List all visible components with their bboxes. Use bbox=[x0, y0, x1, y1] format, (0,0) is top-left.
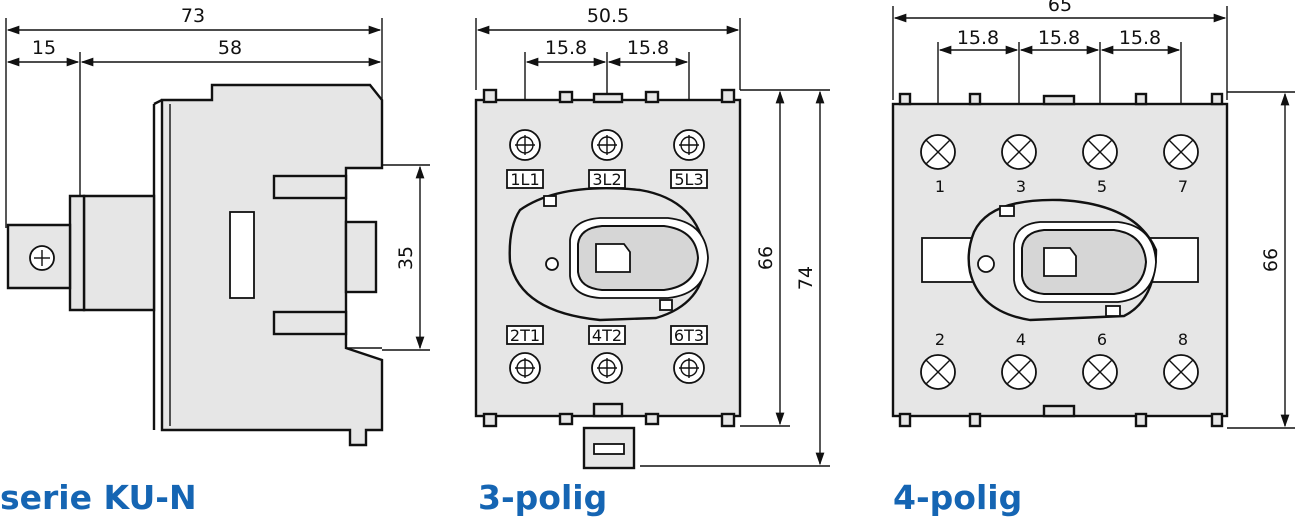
terminal-number: 2 bbox=[935, 330, 945, 349]
terminal-screw-icon bbox=[1001, 134, 1037, 170]
dim-rail-height: 35 bbox=[395, 165, 425, 350]
dim-4p-pitch: 15.8 15.8 15.8 bbox=[938, 27, 1181, 55]
terminal-screw-icon bbox=[920, 354, 956, 390]
dim-3p-74-label: 74 bbox=[795, 266, 817, 290]
dim-height-label: 35 bbox=[395, 246, 417, 270]
dim-3p-width-label: 50.5 bbox=[587, 5, 629, 27]
dim-4p-pitch-1-label: 15.8 bbox=[957, 27, 999, 49]
dim-3p-height-inner: 66 bbox=[755, 90, 785, 426]
handle-window bbox=[1043, 247, 1077, 277]
terminal-screw-icon bbox=[673, 352, 705, 384]
dim-4p-height: 66 bbox=[1260, 92, 1290, 428]
dim-3p-pitch: 15.8 15.8 bbox=[525, 37, 689, 67]
terminal-screw-icon bbox=[1163, 134, 1199, 170]
dim-3p-pitch-2-label: 15.8 bbox=[627, 37, 669, 59]
terminal-screw-icon bbox=[1082, 134, 1118, 170]
terminal-screw-icon bbox=[1001, 354, 1037, 390]
terminal-label: 5L3 bbox=[674, 170, 703, 189]
screw-icon bbox=[29, 245, 55, 271]
terminal-screw-icon bbox=[509, 352, 541, 384]
din-clip bbox=[582, 426, 636, 470]
dim-3p-height-outer: 74 bbox=[795, 90, 825, 466]
three-pole-view: 50.5 15.8 15.8 66 bbox=[474, 5, 830, 470]
caption-side-view: serie KU-N bbox=[0, 478, 197, 517]
caption-four-pole: 4-polig bbox=[893, 478, 1023, 517]
dim-4p-pitch-2-label: 15.8 bbox=[1038, 27, 1080, 49]
clamp-top bbox=[272, 174, 348, 200]
rotary-handle bbox=[508, 187, 709, 322]
dim-3p-66-label: 66 bbox=[755, 246, 777, 270]
terminal-screw-icon bbox=[1163, 354, 1199, 390]
terminal-number: 3 bbox=[1016, 177, 1026, 196]
terminal-screw-icon bbox=[591, 129, 623, 161]
four-pole-view: 65 15.8 15.8 15.8 66 bbox=[891, 0, 1295, 429]
terminal-label: 6T3 bbox=[674, 326, 704, 345]
handle-window bbox=[595, 243, 631, 273]
terminal-label: 2T1 bbox=[510, 326, 540, 345]
side-view: 73 15 58 35 bbox=[5, 5, 430, 447]
terminal-screw-icon bbox=[920, 134, 956, 170]
terminal-screw-icon bbox=[1082, 354, 1118, 390]
caption-three-pole: 3-polig bbox=[478, 478, 608, 517]
terminal-number: 7 bbox=[1178, 177, 1188, 196]
dim-4p-width-label: 65 bbox=[1048, 0, 1072, 16]
rail-block bbox=[344, 220, 378, 294]
terminal-label: 4T2 bbox=[592, 326, 622, 345]
terminal-label: 1L1 bbox=[510, 170, 539, 189]
dim-3p-pitch-1-label: 15.8 bbox=[545, 37, 587, 59]
dim-right-label: 58 bbox=[218, 37, 242, 59]
terminal-number: 6 bbox=[1097, 330, 1107, 349]
terminal-number: 5 bbox=[1097, 177, 1107, 196]
side-slot bbox=[229, 211, 255, 299]
dim-4p-pitch-3-label: 15.8 bbox=[1119, 27, 1161, 49]
terminal-screw-icon bbox=[591, 352, 623, 384]
terminal-label: 3L2 bbox=[592, 170, 621, 189]
clamp-bottom bbox=[272, 310, 348, 336]
terminal-number: 8 bbox=[1178, 330, 1188, 349]
dim-left-label: 15 bbox=[32, 37, 56, 59]
shaft-neck bbox=[82, 194, 156, 312]
terminal-screw-icon bbox=[509, 129, 541, 161]
terminal-number: 1 bbox=[935, 177, 945, 196]
dim-4p-66-label: 66 bbox=[1260, 248, 1282, 272]
terminal-screw-icon bbox=[673, 129, 705, 161]
dim-3p-width: 50.5 bbox=[476, 5, 740, 35]
dim-overall-width: 73 bbox=[6, 5, 382, 35]
terminal-number: 4 bbox=[1016, 330, 1026, 349]
dim-4p-width: 65 bbox=[893, 0, 1227, 23]
dim-segments: 15 58 bbox=[6, 37, 382, 67]
dim-overall-label: 73 bbox=[181, 5, 205, 27]
rotary-handle bbox=[967, 198, 1158, 322]
